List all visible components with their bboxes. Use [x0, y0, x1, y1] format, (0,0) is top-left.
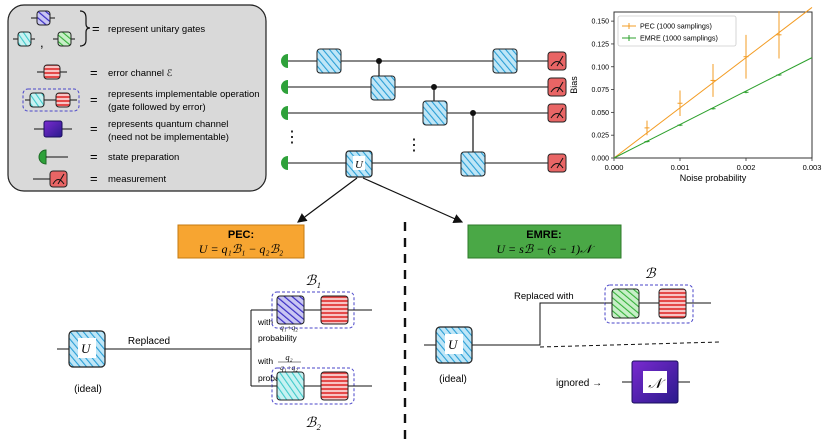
quantum-circuit: ⋮ ⋮ U — [281, 48, 567, 223]
pec-b2-box: ℬ₂ — [271, 367, 372, 431]
y-tick-label: 0.000 — [591, 156, 609, 163]
pec-with-2: with — [257, 356, 273, 366]
y-tick-label: 0.125 — [591, 41, 609, 48]
legend-label-implementable: represents implementable operation — [108, 89, 260, 100]
emre-formula: U = sℬ − (s − 1)𝒩 — [496, 242, 595, 256]
legend-label-prep: state preparation — [108, 152, 179, 163]
pec-header: PEC: U = q₁ℬ₁ − q₂ℬ₂ — [177, 224, 305, 259]
svg-text:=: = — [90, 92, 98, 107]
chart-legend-box — [617, 15, 737, 47]
legend-label-error: error channel ℰ — [108, 68, 173, 79]
svg-text:=: = — [90, 65, 98, 80]
emre-replaced-label: Replaced with — [514, 291, 574, 302]
svg-text:=: = — [90, 149, 98, 164]
emre-ignored-label: ignored → — [556, 378, 602, 389]
pec-b2-label: ℬ₂ — [305, 416, 321, 431]
pec-ideal-u: U — [81, 341, 92, 356]
y-tick-label: 0.025 — [591, 133, 609, 140]
pec-replaced-label: Replaced — [128, 336, 170, 347]
circuit-unitary-label: U — [355, 159, 364, 171]
pec-q1-den: q₁+q₂ — [280, 323, 298, 332]
emre-body: U (ideal) Replaced with ℬ ignored → 𝒩 — [424, 267, 721, 404]
legend-quantum-channel-icon: = — [34, 120, 98, 138]
legend-implementable-icon: = — [22, 88, 98, 112]
emre-b-box: ℬ — [604, 267, 711, 324]
legend-error-channel-icon: = — [37, 64, 98, 80]
pec-formula: U = q₁ℬ₁ − q₂ℬ₂ — [199, 242, 283, 256]
svg-text:=: = — [90, 171, 98, 186]
legend-label-channel: represents quantum channel — [108, 119, 228, 130]
x-tick-label: 0.000 — [605, 163, 624, 172]
legend-label-channel-note: (need not be implementable) — [108, 132, 229, 143]
measurement-icon — [547, 51, 567, 173]
x-tick-label: 0.002 — [737, 163, 756, 172]
x-axis-label: Noise probability — [680, 173, 747, 183]
bias-chart: 0.000 0.025 0.050 0.075 0.100 0.125 0.150 0.000… — [569, 7, 821, 183]
legend-label-meas: measurement — [108, 174, 166, 185]
legend-state-prep-icon: = — [38, 149, 98, 165]
pec-title: PEC: — [228, 229, 254, 241]
pec-b1-label: ℬ₁ — [305, 274, 321, 289]
legend-comma: , — [40, 35, 44, 50]
emre-title: EMRE: — [526, 229, 561, 241]
y-tick-label: 0.075 — [591, 87, 609, 94]
pec-b1-box: ℬ₁ — [271, 274, 372, 329]
emre-ideal-label: (ideal) — [439, 374, 467, 385]
y-axis-label: Bias — [569, 76, 579, 94]
legend-panel: , = represent unitary gates = error chan… — [7, 4, 267, 192]
y-tick-label: 0.100 — [591, 64, 609, 71]
pec-probability-1: probability — [258, 333, 297, 343]
equals-sign: = — [92, 21, 100, 36]
pec-with-1: with — [257, 317, 273, 327]
legend-label-implementable-note: (gate followed by error) — [108, 102, 206, 113]
legend-label: EMRE (1000 samplings) — [640, 34, 718, 43]
pec-body: U (ideal) Replaced with q₁ q₁+q₂ probabi… — [57, 274, 372, 431]
legend-label: PEC (1000 samplings) — [640, 22, 712, 31]
y-tick-label: 0.150 — [591, 19, 609, 26]
circuit-vertical-dots-2: ⋮ — [406, 137, 422, 154]
circuit-vertical-dots: ⋮ — [284, 129, 300, 146]
legend-unitary-gates-icon: , = — [13, 10, 100, 50]
emre-n-channel: 𝒩 — [622, 360, 690, 404]
emre-header: EMRE: U = sℬ − (s − 1)𝒩 — [467, 224, 622, 259]
pec-ideal-label: (ideal) — [74, 384, 102, 395]
x-tick-label: 0.003 — [803, 163, 822, 172]
x-tick-label: 0.001 — [671, 163, 690, 172]
emre-ideal-u: U — [448, 337, 459, 352]
svg-text:=: = — [90, 121, 98, 136]
chart-legend: PEC (1000 samplings) EMRE (1000 samplings… — [617, 15, 737, 47]
legend-label-unitary: represent unitary gates — [108, 24, 205, 35]
y-tick-label: 0.050 — [591, 110, 609, 117]
emre-b-label: ℬ — [644, 267, 656, 282]
pec-q2-num: q₂ — [285, 352, 292, 362]
legend-measurement-icon: = — [33, 170, 98, 188]
